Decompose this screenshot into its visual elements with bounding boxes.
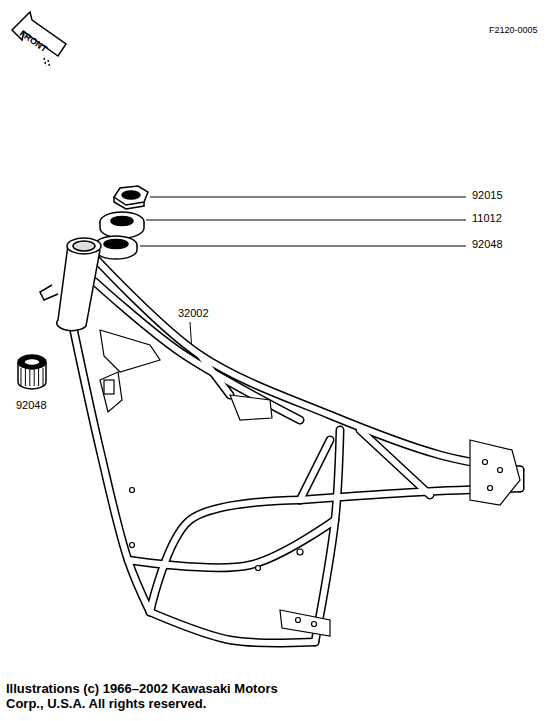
callout-number: 92048 [14,399,49,412]
tube-fill [200,355,230,395]
callout-number: 92048 [470,238,505,251]
front-arrow [12,12,66,68]
callout-number: 32002 [176,307,211,320]
tube-outline [95,258,520,470]
tube-fill [95,282,300,420]
seal-rib [34,368,35,386]
tube-outline [300,440,330,500]
tube-fill [128,520,335,568]
callout-number: 11012 [470,212,504,225]
tube-fill [300,440,330,500]
callout-number: 92015 [470,189,505,202]
frame-brackets [100,330,520,636]
head-tube [40,238,101,331]
seal-rib [43,368,44,386]
seal-rib [25,368,26,386]
nut-part [114,186,148,209]
seal-rib [21,368,22,386]
tube-fill [360,430,430,495]
leader-lines [140,197,466,352]
frame-tubes [72,258,520,643]
copyright-note: Illustrations (c) 1966–2002 Kawasaki Mot… [4,682,308,712]
seal-rib [29,368,30,386]
bearing-part [100,212,144,238]
tube-outline [128,520,335,568]
seal-part [18,355,46,389]
tube-fill [95,258,520,470]
seal-rib [38,368,39,386]
figure-number: F2120-0005 [487,25,540,35]
